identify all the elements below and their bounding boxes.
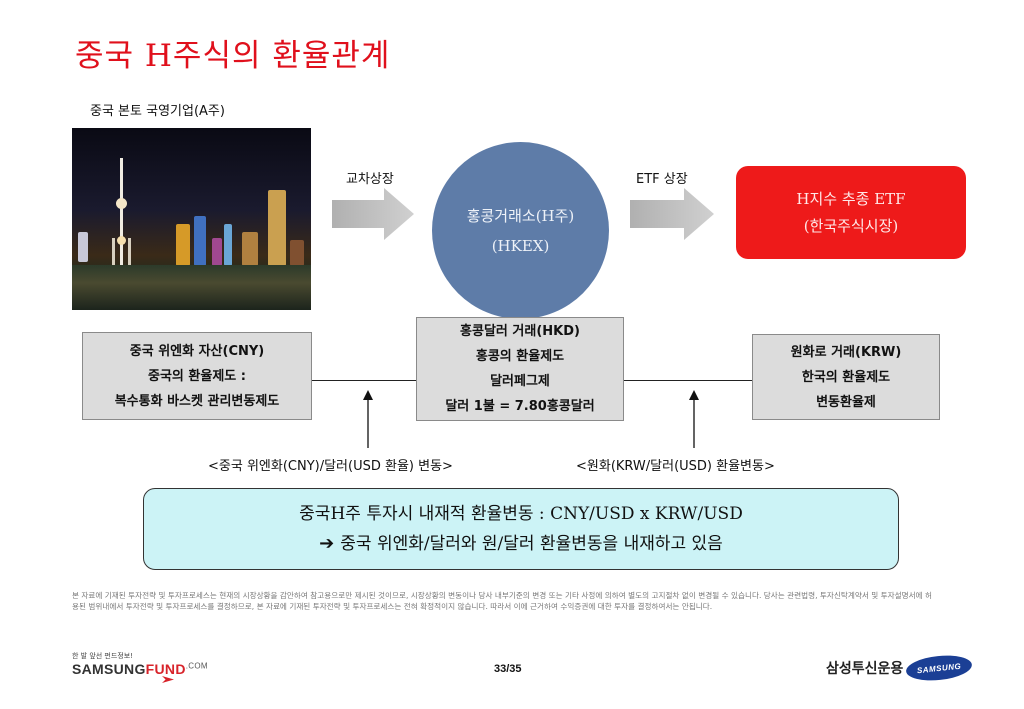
etf-line1: H지수 추종 ETF xyxy=(796,189,906,208)
logo-com-text: .COM xyxy=(185,661,208,671)
hkex-line1: 홍콩거래소(H주) xyxy=(466,206,575,225)
logo-fund-text: FUND xyxy=(145,661,186,677)
disclaimer-text: 본 자료에 기재된 투자전략 및 투자프로세스는 현재의 시장상황을 감안하여 … xyxy=(72,591,932,611)
hkd-line3: 달러페그제 xyxy=(490,374,550,389)
cny-line1: 중국 위엔화 자산(CNY) xyxy=(129,343,265,359)
connector-left xyxy=(312,380,416,381)
up-arrow-krw xyxy=(689,390,699,448)
page-number: 33/35 xyxy=(494,663,522,675)
image-caption: 중국 본토 국영기업(A주) xyxy=(90,104,225,119)
cny-line2: 중국의 환율제도 : xyxy=(148,368,246,384)
h-index-etf-box: H지수 추종 ETF (한국주식시장) xyxy=(736,166,966,259)
logo-samsung-text: SAMSUNG xyxy=(72,661,146,677)
hkd-line2: 홍콩의 환율제도 xyxy=(475,349,565,364)
etf-listing-label: ETF 상장 xyxy=(636,172,688,187)
cny-line3: 복수통화 바스켓 관리변동제도 xyxy=(114,393,280,409)
hkex-line2: (HKEX) xyxy=(491,236,550,255)
krw-change-label: <원화(KRW/달러(USD) 환율변동> xyxy=(576,459,775,474)
etf-listing-arrow xyxy=(630,188,714,240)
shanghai-skyline-photo xyxy=(72,128,311,310)
hkex-circle: 홍콩거래소(H주) (HKEX) xyxy=(432,142,609,319)
samsung-logo: SAMSUNG xyxy=(904,652,974,684)
hkd-line1: 홍콩달러 거래(HKD) xyxy=(460,324,580,339)
hkd-line4: 달러 1불 = 7.80홍콩달러 xyxy=(445,399,595,414)
logo-tagline: 한 발 앞선 펀드정보! xyxy=(72,652,134,660)
summary-line2: 중국 위엔화/달러와 원/달러 환율변동을 내재하고 있음 xyxy=(340,534,723,554)
krw-line3: 변동환율제 xyxy=(816,394,876,410)
page-title: 중국 H주식의 환율관계 xyxy=(75,38,391,74)
krw-box: 원화로 거래(KRW) 한국의 환율제도 변동환율제 xyxy=(752,334,940,420)
summary-line1: 중국H주 투자시 내재적 환율변동 : CNY/USD x KRW/USD xyxy=(299,504,743,524)
samsungfund-logo: 한 발 앞선 펀드정보! SAMSUNGFUND.COM xyxy=(72,651,208,683)
krw-line2: 한국의 환율제도 xyxy=(801,369,891,385)
summary-box: 중국H주 투자시 내재적 환율변동 : CNY/USD x KRW/USD ➔ … xyxy=(143,488,899,570)
cross-listing-arrow xyxy=(332,188,414,240)
summary-line2-row: ➔ 중국 위엔화/달러와 원/달러 환율변동을 내재하고 있음 xyxy=(319,529,723,559)
cny-change-label: <중국 위엔화(CNY)/달러(USD 환율) 변동> xyxy=(208,459,453,474)
cny-box: 중국 위엔화 자산(CNY) 중국의 환율제도 : 복수통화 바스켓 관리변동제… xyxy=(82,332,312,420)
company-name: 삼성투신운용 xyxy=(826,661,904,677)
cross-listing-label: 교차상장 xyxy=(346,172,394,187)
krw-line1: 원화로 거래(KRW) xyxy=(790,344,902,360)
etf-line2: (한국주식시장) xyxy=(803,216,899,235)
hkd-box: 홍콩달러 거래(HKD) 홍콩의 환율제도 달러페그제 달러 1불 = 7.80… xyxy=(416,317,624,421)
logo-swoosh-icon xyxy=(162,676,174,683)
up-arrow-cny xyxy=(363,390,373,448)
logo-wordmark: SAMSUNGFUND.COM xyxy=(72,661,208,677)
right-arrow-icon: ➔ xyxy=(319,533,335,554)
connector-right xyxy=(624,380,752,381)
